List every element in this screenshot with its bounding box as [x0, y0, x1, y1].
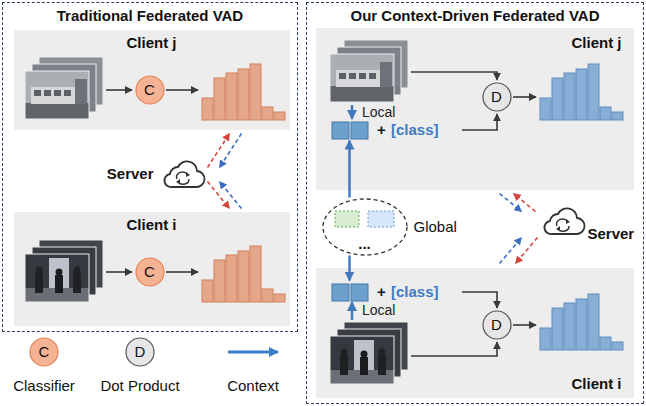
node-text: ... — [358, 235, 371, 252]
annotation-label: Local — [362, 104, 395, 120]
text-holder: Traditional Federated VAD — [57, 7, 243, 24]
node-text: Our Context-Driven Federated VAD — [351, 7, 600, 24]
server-cloud: Server — [160, 158, 206, 190]
text-holder: D — [491, 316, 502, 333]
sync-arrow — [566, 219, 570, 224]
node-text: C — [144, 263, 155, 280]
label-holder: C — [39, 343, 50, 360]
client-box: Client i D — [316, 268, 634, 398]
annotation-label: + — [377, 121, 386, 138]
text-holder: C — [144, 81, 155, 98]
classifier-circle: C — [135, 257, 165, 287]
sync-connector — [500, 238, 522, 264]
node-text: Traditional Federated VAD — [57, 7, 243, 24]
panel: Traditional Federated VAD Client j C Server… — [2, 2, 298, 332]
sync-arrow — [176, 179, 180, 184]
legend-text: Classifier — [13, 377, 75, 394]
global-token — [335, 211, 359, 227]
circle-outline — [483, 311, 511, 339]
server-cloud: Server — [540, 205, 586, 237]
sync-arrow — [556, 226, 560, 231]
client-box: Client i C — [14, 212, 290, 326]
label-holder: [class] — [391, 121, 439, 138]
cloud-outline — [544, 208, 584, 234]
sync-connector — [500, 194, 522, 212]
context-symbol — [228, 351, 278, 354]
annotation-label: D — [135, 343, 146, 360]
sync-connector — [220, 134, 242, 168]
label-holder: + — [377, 283, 386, 300]
node-text: Client j — [571, 34, 621, 51]
classifier-symbol — [30, 338, 58, 366]
node-text: Global — [414, 218, 457, 235]
label-holder: Local — [362, 104, 395, 120]
node-text: Server — [588, 225, 635, 242]
client-box: Client j C — [14, 30, 290, 130]
circle-outline — [483, 83, 511, 111]
sync-connector — [514, 194, 536, 212]
node-text: C — [144, 81, 155, 98]
text-holder: Server — [107, 165, 154, 182]
text-holder: D — [491, 88, 502, 105]
dot-product-circle: D — [482, 310, 512, 340]
annotation-label: C — [39, 343, 50, 360]
text-holder: Global — [414, 218, 457, 235]
node-text: Client i — [126, 216, 176, 233]
panel: Our Context-Driven Federated VAD Client j… — [306, 2, 644, 404]
text-holder: Client i — [571, 375, 621, 392]
annotation-label: + — [377, 283, 386, 300]
classifier-circle: C — [135, 75, 165, 105]
label-holder: D — [135, 343, 146, 360]
legend-item: Dot Product — [100, 377, 179, 394]
legend-text: Context — [227, 377, 279, 394]
sync-connector — [220, 182, 242, 209]
node-text: Client i — [571, 375, 621, 392]
text-holder: C — [144, 263, 155, 280]
annotation-label: [class] — [391, 121, 439, 138]
legend-item: Context — [227, 377, 279, 394]
text-holder: Our Context-Driven Federated VAD — [351, 7, 600, 24]
dot-product-circle: D — [482, 82, 512, 112]
label-holder: + — [377, 121, 386, 138]
circle-outline — [136, 76, 164, 104]
text-holder: Client j — [126, 34, 176, 51]
cloud-outline — [164, 161, 204, 187]
global-context: ...Global — [322, 198, 408, 256]
server-cloud-shape — [160, 158, 206, 190]
text-holder: Server — [588, 225, 635, 242]
node-text: Server — [107, 165, 154, 182]
global-token — [368, 211, 394, 227]
dot-product-symbol — [126, 338, 154, 366]
sync-connector — [208, 182, 230, 209]
text-holder: Client j — [571, 34, 621, 51]
server-cloud-shape — [540, 205, 586, 237]
label-holder: [class] — [391, 283, 439, 300]
text-holder: ... — [358, 235, 371, 252]
label-holder: Local — [362, 302, 395, 318]
annotation-label: Local — [362, 302, 395, 318]
ellipse-outline — [323, 199, 407, 255]
annotation-label: [class] — [391, 283, 439, 300]
legend-item: Classifier — [13, 377, 75, 394]
sync-connector — [208, 134, 230, 168]
node-text: D — [491, 316, 502, 333]
sync-arrow — [186, 172, 190, 177]
legend-text: Dot Product — [100, 377, 179, 394]
text-holder: Client i — [126, 216, 176, 233]
node-text: D — [491, 88, 502, 105]
node-text: Client j — [126, 34, 176, 51]
circle-outline — [136, 258, 164, 286]
